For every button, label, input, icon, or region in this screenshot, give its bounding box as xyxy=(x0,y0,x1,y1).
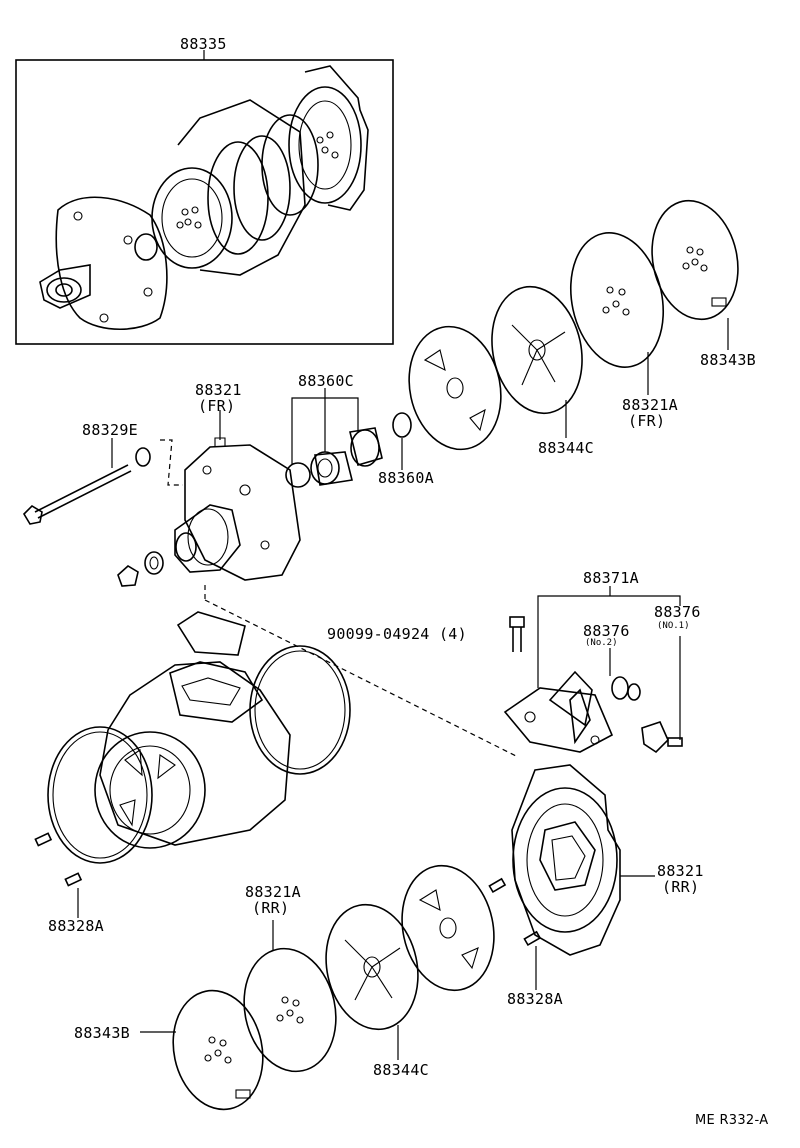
gasket-88321A-rr xyxy=(243,920,337,1073)
label-valve-plate-lower: 88344C xyxy=(373,1061,429,1079)
label-seal-kit: 88360C xyxy=(298,372,354,390)
plate-upper-middle xyxy=(408,325,502,451)
label-valve-no1: 88376 xyxy=(654,603,701,621)
plate-lower-middle xyxy=(401,864,495,992)
label-plate-upper: 88343B xyxy=(700,351,756,369)
label-snap-ring: 88360A xyxy=(378,469,434,487)
label-valve-assy: 88371A xyxy=(583,569,639,587)
label-pin-left: 88328A xyxy=(48,917,104,935)
assembly-box xyxy=(15,50,394,345)
label-bolt: 88329E xyxy=(82,421,138,439)
valve-plate-88344C-lower xyxy=(325,903,419,1060)
label-front-housing-sub: (FR) xyxy=(198,397,236,415)
label-valve-no2-sub: (No.2) xyxy=(585,638,618,648)
valve-assembly-88371A xyxy=(503,586,683,754)
assembly-compressor-sketch xyxy=(39,65,369,331)
plate-88343B-lower xyxy=(140,989,264,1111)
label-screw: 90099-04924 (4) xyxy=(327,625,467,643)
label-rear-housing: 88321 xyxy=(657,862,704,880)
pins-88328A-right xyxy=(488,877,542,990)
cylinder-block xyxy=(34,611,351,918)
label-gasket-rr: 88321A xyxy=(245,883,301,901)
label-pin-right: 88328A xyxy=(507,990,563,1008)
front-housing-88321-fr xyxy=(117,410,301,587)
valve-plate-88344C-upper xyxy=(491,285,583,438)
label-rear-housing-sub: (RR) xyxy=(662,878,700,896)
label-gasket-fr-sub: (FR) xyxy=(628,412,666,430)
rear-housing-88321-rr xyxy=(511,764,655,956)
gasket-88321A-fr xyxy=(569,232,665,395)
plate-88343B-upper xyxy=(651,199,739,350)
label-plate-lower: 88343B xyxy=(74,1024,130,1042)
label-valve-no1-sub: (NO.1) xyxy=(657,621,690,631)
label-valve-no2: 88376 xyxy=(583,622,630,640)
label-gasket-rr-sub: (RR) xyxy=(252,899,290,917)
label-assy: 88335 xyxy=(180,35,227,53)
label-front-housing: 88321 xyxy=(195,381,242,399)
diagram-code: ME R332-A xyxy=(695,1113,769,1128)
label-valve-plate-upper: 88344C xyxy=(538,439,594,457)
snap-ring-88360A xyxy=(392,412,412,470)
label-gasket-fr: 88321A xyxy=(622,396,678,414)
bolt-88329E xyxy=(22,438,151,525)
seal-kit-88360C xyxy=(285,388,383,488)
